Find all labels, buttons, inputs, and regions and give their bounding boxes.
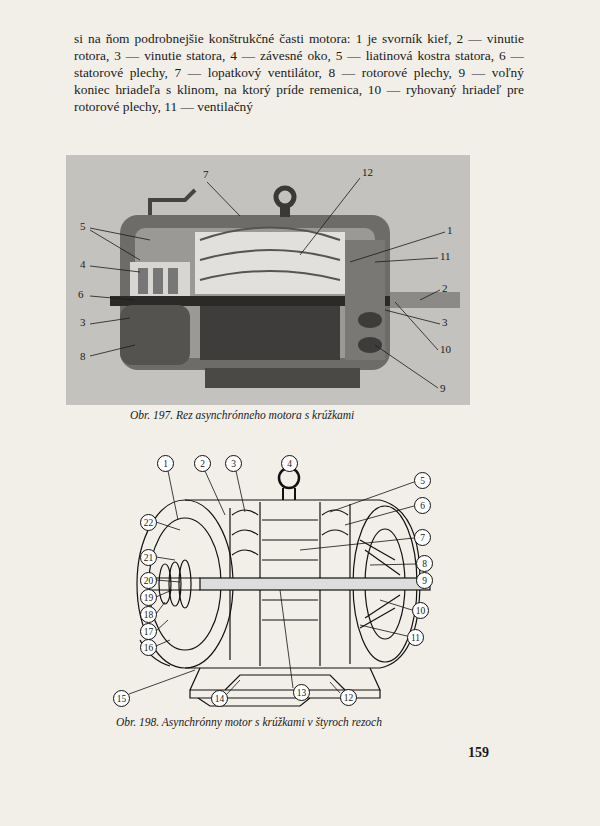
callout-number: 1: [163, 459, 168, 469]
callout-circle: 6: [414, 497, 431, 514]
body-text: si na ňom podrobnejšie konštrukčné časti…: [74, 30, 524, 115]
part-number: 2: [442, 282, 448, 294]
part-number: 5: [80, 220, 86, 232]
callout-number: 18: [144, 610, 154, 620]
callout-circle: 22: [140, 514, 157, 531]
callout-number: 3: [231, 459, 236, 469]
motor-cutaway: [137, 468, 430, 706]
page-number: 159: [468, 745, 489, 761]
callout-number: 14: [215, 694, 225, 704]
callout-circle: 20: [140, 572, 157, 589]
part-number: 9: [440, 382, 446, 394]
photo-ground: [66, 155, 470, 405]
motor-section: [110, 188, 460, 388]
callout-circle: 19: [140, 589, 157, 606]
part-number: 7: [203, 168, 209, 180]
callout-circle: 18: [140, 606, 157, 623]
callout-number: 7: [420, 533, 425, 543]
callout-number: 8: [422, 559, 427, 569]
callout-circle: 8: [416, 555, 433, 572]
callout-number: 19: [144, 593, 154, 603]
callout-number: 5: [420, 476, 425, 486]
part-number: 11: [440, 250, 451, 262]
callout-circle: 5: [414, 472, 431, 489]
callout-number: 21: [144, 553, 154, 563]
callout-circle: 11: [407, 629, 424, 646]
callout-circle: 12: [340, 689, 357, 706]
callout-circle: 10: [412, 602, 429, 619]
leader-lines-197: [90, 178, 445, 388]
part-number: 1: [447, 224, 453, 236]
part-number: 3: [442, 316, 448, 328]
part-number: 3: [80, 316, 86, 328]
callout-circle: 13: [293, 684, 310, 701]
callout-circle: 3: [225, 455, 242, 472]
callout-number: 16: [144, 643, 154, 653]
callout-number: 13: [297, 688, 307, 698]
leader-lines-198: [129, 468, 430, 694]
callout-number: 11: [411, 633, 420, 643]
callout-number: 6: [420, 501, 425, 511]
callout-circle: 14: [211, 690, 228, 707]
callout-circle: 7: [414, 529, 431, 546]
callout-number: 4: [287, 459, 292, 469]
callout-number: 17: [144, 627, 154, 637]
callout-circle: 2: [194, 455, 211, 472]
part-number: 4: [80, 258, 86, 270]
callout-circle: 16: [140, 639, 157, 656]
part-number: 6: [78, 288, 84, 300]
figure-caption: Obr. 198. Asynchrónny motor s krúžkami v…: [116, 716, 382, 728]
part-number: 8: [80, 350, 86, 362]
callout-number: 20: [144, 576, 154, 586]
part-number: 10: [440, 343, 451, 355]
figure-caption: Obr. 197. Rez asynchrónneho motora s krú…: [130, 409, 354, 421]
callout-number: 22: [144, 518, 154, 528]
callout-number: 12: [344, 693, 354, 703]
callout-circle: 17: [140, 623, 157, 640]
callout-circle: 4: [281, 455, 298, 472]
callout-circle: 9: [416, 572, 433, 589]
callout-circle: 15: [113, 690, 130, 707]
callout-number: 10: [416, 606, 426, 616]
callout-number: 2: [200, 459, 205, 469]
callout-number: 15: [117, 694, 127, 704]
callout-circle: 21: [140, 549, 157, 566]
callout-number: 9: [422, 576, 427, 586]
part-number: 12: [362, 166, 373, 178]
callout-circle: 1: [157, 455, 174, 472]
